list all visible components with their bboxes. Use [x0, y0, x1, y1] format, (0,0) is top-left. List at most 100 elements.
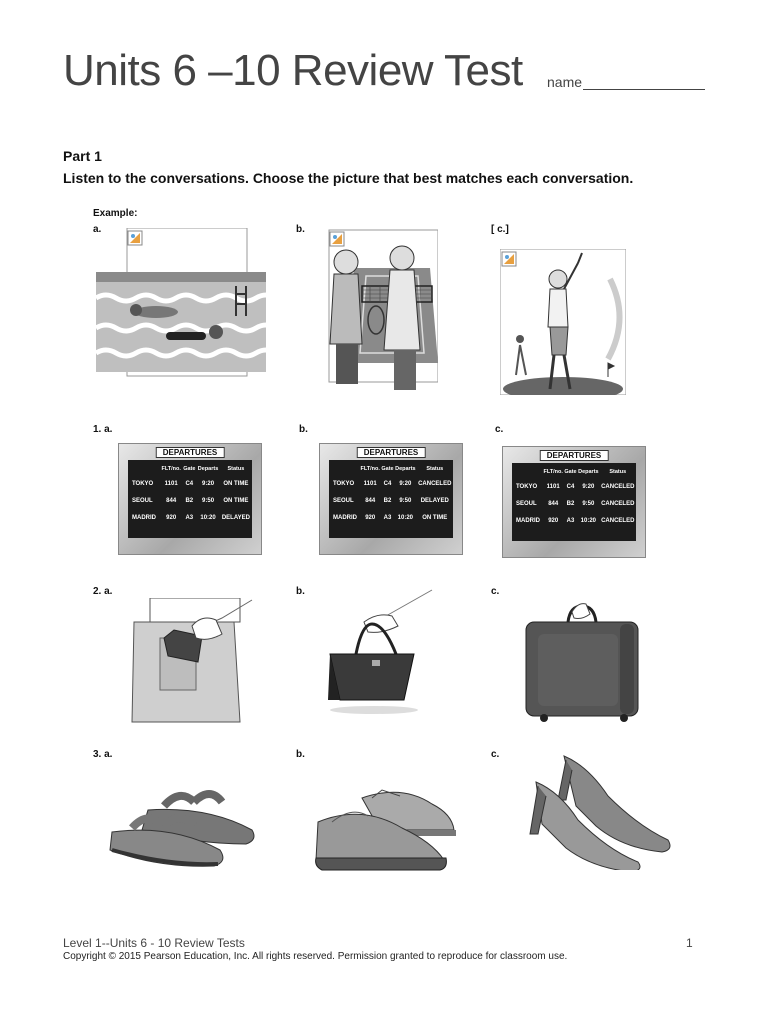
board-title: DEPARTURES: [356, 447, 426, 458]
col-header: Status: [426, 465, 444, 472]
status: ON TIME: [223, 497, 249, 504]
city: SEOUL: [333, 497, 354, 504]
swimming-pool-picture[interactable]: [96, 228, 266, 380]
departs: 9:50: [582, 500, 595, 507]
col-header: FLT/no.: [543, 468, 563, 475]
departures-board-b[interactable]: DEPARTURES FLT/no. Gate Departs Status T…: [319, 443, 463, 555]
q1-number: 1. a.: [93, 424, 113, 435]
departs: 9:20: [582, 483, 595, 490]
departures-board-a[interactable]: DEPARTURES FLT/no. Gate Departs Status T…: [118, 443, 262, 555]
board-screen: FLT/no. Gate Departs Status TOKYO 1101 C…: [128, 460, 252, 538]
status: ON TIME: [223, 480, 249, 487]
example-option-c-letter: [ c.]: [491, 224, 509, 235]
flight-no: 844: [548, 500, 559, 507]
golfer-picture[interactable]: [500, 249, 626, 395]
flight-no: 1101: [546, 483, 560, 490]
city: MADRID: [516, 517, 540, 524]
table-row: TOKYO 1101 C4 9:20 CANCELED: [512, 478, 636, 495]
status: CANCELED: [601, 500, 635, 507]
high-heels-picture[interactable]: [526, 752, 674, 870]
q3-number: 3. a.: [93, 749, 113, 760]
city: SEOUL: [516, 500, 537, 507]
city: TOKYO: [516, 483, 538, 490]
part-instructions: Listen to the conversations. Choose the …: [63, 170, 634, 186]
city: TOKYO: [132, 480, 154, 487]
table-row: TOKYO 1101 C4 9:20 ON TIME: [128, 475, 252, 492]
flight-no: 920: [548, 517, 559, 524]
table-row: MADRID 920 A3 10:20 ON TIME: [329, 509, 453, 526]
part-heading: Part 1: [63, 148, 102, 164]
departures-table: FLT/no. Gate Departs Status TOKYO 1101 C…: [512, 465, 636, 529]
col-header: Gate: [381, 465, 394, 472]
gate: A3: [383, 514, 392, 521]
departs: 9:50: [399, 497, 412, 504]
example-option-a-letter: a.: [93, 224, 102, 235]
flight-no: 1101: [363, 480, 377, 487]
sandals-picture[interactable]: [108, 780, 256, 872]
footer-level: Level 1--Units 6 - 10 Review Tests: [63, 936, 245, 950]
status: CANCELED: [418, 480, 452, 487]
col-header: Departs: [395, 465, 416, 472]
flight-no: 1101: [164, 480, 178, 487]
col-header: Status: [227, 465, 245, 472]
departs: 9:20: [202, 480, 215, 487]
col-header: Status: [609, 468, 627, 475]
board-screen: FLT/no. Gate Departs Status TOKYO 1101 C…: [329, 460, 453, 538]
tennis-players-picture[interactable]: [326, 228, 438, 392]
name-label: name: [547, 74, 583, 90]
col-header: Gate: [564, 468, 577, 475]
table-row: SEOUL 844 B2 9:50 ON TIME: [128, 492, 252, 509]
example-label: Example:: [93, 208, 138, 219]
col-header: FLT/no.: [360, 465, 380, 472]
city: SEOUL: [132, 497, 153, 504]
q2-option-b-letter: b.: [296, 586, 305, 597]
briefcase-picture[interactable]: [326, 588, 444, 718]
gate: B2: [383, 497, 392, 504]
example-option-b-letter: b.: [296, 224, 305, 235]
departures-table: FLT/no. Gate Departs Status TOKYO 1101 C…: [329, 462, 453, 526]
table-row: SEOUL 844 B2 9:50 CANCELED: [512, 495, 636, 512]
gate: B2: [566, 500, 575, 507]
q1-option-c-letter: c.: [495, 424, 504, 435]
gate: C4: [185, 480, 194, 487]
flight-no: 920: [166, 514, 177, 521]
board-title: DEPARTURES: [539, 450, 609, 461]
board-title: DEPARTURES: [155, 447, 225, 458]
departs: 10:20: [397, 514, 414, 521]
broken-image-icon: [127, 230, 143, 246]
board-screen: FLT/no. Gate Departs Status TOKYO 1101 C…: [512, 463, 636, 541]
status: CANCELED: [601, 517, 635, 524]
departs: 9:20: [399, 480, 412, 487]
col-header: Departs: [197, 465, 219, 472]
table-row: SEOUL 844 B2 9:50 DELAYED: [329, 492, 453, 509]
gate: B2: [185, 497, 194, 504]
name-blank-line[interactable]: [583, 89, 705, 90]
gate: A3: [566, 517, 575, 524]
table-row: MADRID 920 A3 10:20 DELAYED: [128, 509, 252, 526]
city: TOKYO: [333, 480, 355, 487]
suitcase-picture[interactable]: [524, 600, 642, 724]
col-header: Gate: [183, 465, 196, 472]
status: CANCELED: [601, 483, 635, 490]
departs: 9:50: [202, 497, 215, 504]
q2-number: 2. a.: [93, 586, 113, 597]
col-header: Departs: [578, 468, 599, 475]
broken-image-icon: [501, 251, 517, 267]
gate: A3: [185, 514, 194, 521]
wallet-pocket-picture[interactable]: [130, 598, 255, 726]
flight-no: 920: [365, 514, 376, 521]
gate: C4: [383, 480, 392, 487]
q2-option-c-letter: c.: [491, 586, 500, 597]
q1-option-b-letter: b.: [299, 424, 308, 435]
q3-option-c-letter: c.: [491, 749, 500, 760]
flight-no: 844: [166, 497, 177, 504]
status: ON TIME: [422, 514, 448, 521]
departures-board-c[interactable]: DEPARTURES FLT/no. Gate Departs Status T…: [502, 446, 646, 558]
sneakers-picture[interactable]: [312, 782, 458, 872]
footer-copyright: Copyright © 2015 Pearson Education, Inc.…: [63, 951, 568, 962]
table-row: TOKYO 1101 C4 9:20 CANCELED: [329, 475, 453, 492]
city: MADRID: [132, 514, 156, 521]
departures-table: FLT/no. Gate Departs Status TOKYO 1101 C…: [128, 462, 252, 526]
departs: 10:20: [200, 514, 216, 521]
q3-option-b-letter: b.: [296, 749, 305, 760]
